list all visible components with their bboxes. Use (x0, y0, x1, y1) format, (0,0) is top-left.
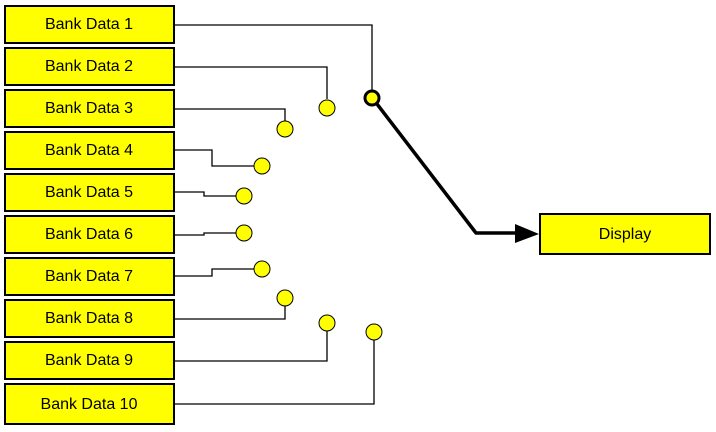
bank-data-3: Bank Data 3 (4, 89, 175, 128)
display: Display (539, 213, 711, 255)
bank-data-10: Bank Data 10 (4, 383, 175, 425)
selector-arm-line (375, 102, 518, 235)
bank-data-8: Bank Data 8 (4, 299, 175, 338)
bank-data-5-box (4, 173, 175, 212)
bank-data-8-label: Bank Data 8 (45, 310, 133, 327)
bank-data-7: Bank Data 7 (4, 257, 175, 296)
wire-bank-9 (174, 331, 328, 362)
bank-data-1-label: Bank Data 1 (45, 16, 133, 33)
bank-data-2-label: Bank Data 2 (45, 58, 133, 75)
bank-data-4: Bank Data 4 (4, 131, 175, 170)
wire-bank-4 (174, 149, 254, 167)
contact-9 (318, 314, 336, 332)
bank-data-3-label: Bank Data 3 (45, 100, 133, 117)
bank-data-6-box (4, 215, 175, 254)
contact-6 (235, 224, 253, 242)
bank-data-2: Bank Data 2 (4, 47, 175, 86)
selector-pivot (363, 89, 381, 107)
contact-8 (276, 289, 294, 307)
bank-data-1: Bank Data 1 (4, 5, 175, 44)
bank-data-5: Bank Data 5 (4, 173, 175, 212)
bank-data-3-box (4, 89, 175, 128)
wire-bank-5 (174, 191, 236, 197)
contact-10 (365, 323, 383, 341)
wire-bank-2 (174, 66, 328, 99)
wire-bank-3 (174, 108, 286, 121)
contact-2 (318, 99, 336, 117)
bank-data-6: Bank Data 6 (4, 215, 175, 254)
bank-data-2-box (4, 47, 175, 86)
bank-data-1-box (4, 5, 175, 44)
selector-arm (363, 89, 539, 243)
bank-data-5-label: Bank Data 5 (45, 184, 133, 201)
bank-data-10-label: Bank Data 10 (41, 396, 138, 413)
contact-5 (235, 187, 253, 205)
bank-data-9: Bank Data 9 (4, 341, 175, 380)
bank-data-10-box (4, 383, 175, 425)
contact-3 (276, 120, 294, 138)
bank-data-8-box (4, 299, 175, 338)
wire-bank-1 (174, 24, 373, 90)
bank-data-7-label: Bank Data 7 (45, 268, 133, 285)
bank-data-9-label: Bank Data 9 (45, 352, 133, 369)
contact-7 (253, 260, 271, 278)
wire-bank-6 (174, 232, 236, 236)
bank-data-7-box (4, 257, 175, 296)
bank-data-4-label: Bank Data 4 (45, 142, 133, 159)
display-box (539, 213, 711, 255)
contact-4 (253, 157, 271, 175)
wire-bank-10 (174, 340, 375, 405)
display-label: Display (599, 226, 651, 243)
bank-data-6-label: Bank Data 6 (45, 226, 133, 243)
wire-bank-7 (174, 268, 254, 277)
arrow-head-icon (515, 224, 539, 243)
bank-data-9-box (4, 341, 175, 380)
wire-bank-8 (174, 306, 286, 320)
